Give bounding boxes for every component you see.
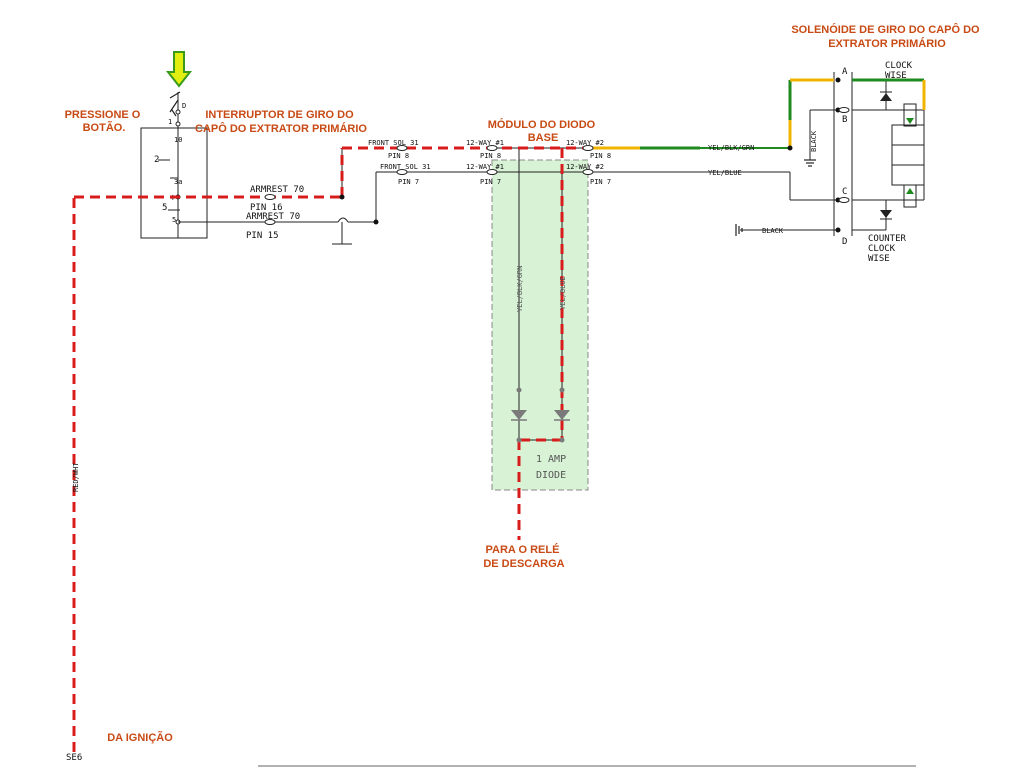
connector-label: ARMREST 70 [250, 185, 304, 195]
connector-label: 12-WAY #2 [566, 139, 604, 147]
to-relay-callout: PARA O RELÉ DE DESCARGA [483, 543, 564, 570]
solenoid-arrow-icon [906, 118, 914, 124]
hood-rotation-switch: D 1 10 2 3a 4 5 5 [140, 91, 208, 239]
diode-icon [511, 387, 570, 443]
wire-color-label: YEL/BLK/GRN [708, 144, 754, 152]
solenoid-pin-label: B [842, 115, 847, 125]
solenoid-pin-label: C [842, 187, 847, 197]
connector-icon [264, 107, 850, 225]
connector-pin-label: PIN 7 [398, 178, 419, 186]
solenoid-title-callout: SOLENÓIDE DE GIRO DO CAPÔ DO EXTRATOR PR… [791, 23, 982, 50]
switch-pin-label: 1 [168, 118, 172, 126]
connector-label: FRONT SOL 31 [368, 139, 419, 147]
connector-pin-label: PIN 8 [590, 152, 611, 160]
connector-pin-label: PIN 7 [480, 178, 501, 186]
switch-pin-label: 3a [174, 178, 182, 186]
connector-pin-label: PIN 16 [250, 203, 283, 213]
switch-pin-label: 5 [162, 203, 167, 213]
wire-color-label: YEL/BLK/GRN [516, 266, 524, 312]
from-ignition-callout: DA IGNIÇÃO [107, 731, 173, 744]
connector-pin-label: PIN 8 [480, 152, 501, 160]
connector-label: 12-WAY #1 [466, 163, 504, 171]
diode-rating-label: 1 AMP DIODE [536, 454, 572, 481]
connector-label: 12-WAY #1 [466, 139, 504, 147]
powered-solenoid-wire [588, 78, 926, 150]
diode-module-callout: MÓDULO DO DIODO BASE [488, 118, 599, 144]
connector-pin-label: PIN 15 [246, 231, 279, 241]
wire-color-label: RED/WHT [72, 462, 80, 492]
switch-pin-label: 5 [172, 216, 176, 224]
connector-pin-label: PIN 7 [590, 178, 611, 186]
solenoid-pin-label: A [842, 67, 848, 77]
ground-reference-label: SE6 [66, 753, 82, 763]
ground-icon [735, 159, 816, 236]
counterclockwise-label: COUNTER CLOCK WISE [868, 234, 911, 264]
switch-pin-label: 10 [174, 136, 182, 144]
connector-label: ARMREST 70 [246, 212, 300, 222]
switch-pin-label: 2 [154, 155, 159, 165]
wire-color-label: BLACK [810, 130, 818, 152]
clockwise-label: CLOCK WISE [885, 61, 918, 81]
wire-color-label: YEL/BLUE [559, 276, 567, 310]
switch-pin-label: D [182, 102, 186, 110]
press-button-callout: PRESSIONE O BOTÃO. [65, 109, 144, 134]
diode-module-box [491, 159, 589, 491]
solenoid-diode-icon [880, 91, 892, 220]
solenoid-arrow-icon [906, 188, 914, 194]
switch-title-callout: INTERRUPTOR DE GIRO DO CAPÔ DO EXTRATOR … [195, 109, 367, 135]
wire-color-label: BLACK [762, 227, 784, 235]
press-arrow-icon [165, 51, 193, 88]
connector-label: 12-WAY #2 [566, 163, 604, 171]
connector-label: FRONT SOL 31 [380, 163, 431, 171]
wire-color-label: YEL/BLUE [708, 169, 742, 177]
connector-pin-label: PIN 8 [388, 152, 409, 160]
solenoid-pin-label: D [842, 237, 847, 247]
